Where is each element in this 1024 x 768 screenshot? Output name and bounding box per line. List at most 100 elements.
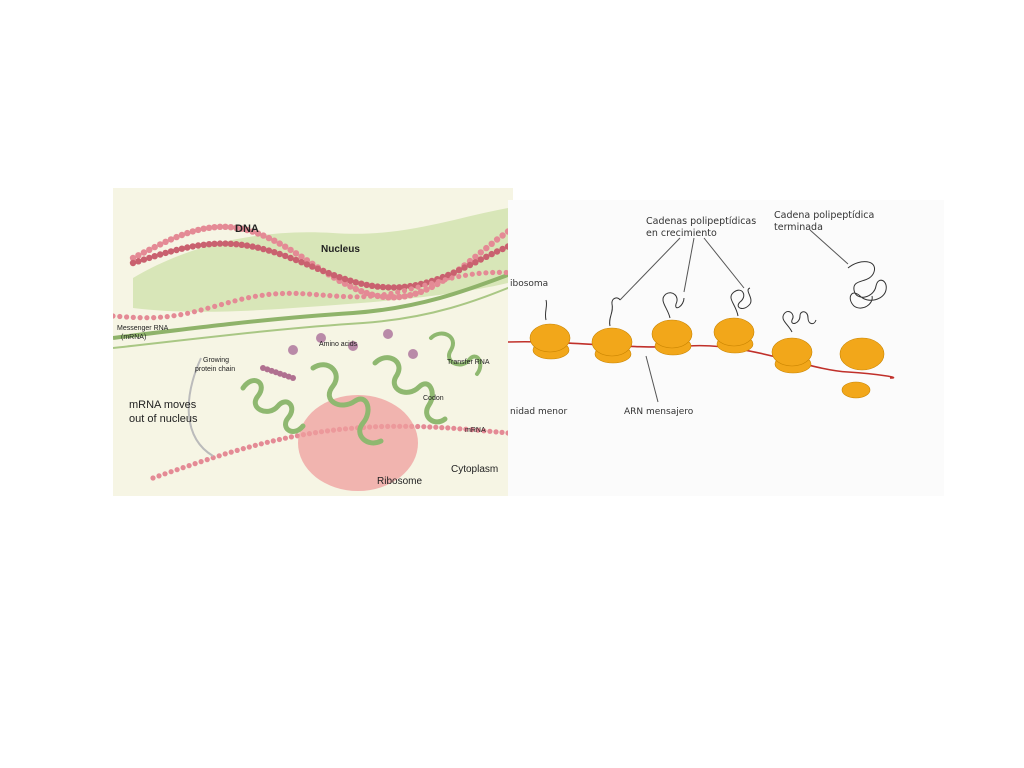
leader-lines — [619, 229, 849, 403]
bead — [396, 284, 403, 291]
bead — [276, 240, 283, 247]
bead — [421, 424, 427, 430]
bead — [390, 284, 398, 291]
trna-squiggle-1 — [240, 378, 306, 434]
leader-mrna — [645, 355, 659, 403]
bead — [327, 293, 333, 299]
bead — [455, 267, 463, 274]
label-small-subunit: nidad menor — [510, 407, 568, 417]
bead — [334, 293, 340, 299]
polyribosome-diagram: Cadenas polipeptídicas en crecimiento Ca… — [508, 200, 944, 496]
bead — [469, 271, 475, 277]
chain-4 — [730, 287, 752, 317]
bead — [354, 294, 360, 300]
amino-acid-dot — [383, 329, 393, 339]
bead — [151, 315, 157, 321]
chain-1 — [544, 299, 548, 321]
bead — [117, 313, 123, 320]
bead — [433, 424, 439, 430]
bead — [264, 439, 270, 445]
mrna-movement-arrow — [187, 357, 214, 457]
bead — [198, 307, 204, 313]
bead — [150, 475, 156, 481]
bead — [204, 457, 210, 463]
bead — [451, 425, 457, 431]
bead — [363, 281, 370, 289]
bead — [352, 285, 359, 293]
bead — [189, 228, 196, 235]
bead — [298, 259, 305, 266]
protein-synthesis-svg: DNA Nucleus Messenger RNA (mRNA) Amino a… — [113, 188, 513, 496]
bead — [168, 469, 174, 475]
bead — [483, 244, 490, 252]
bead — [493, 429, 499, 435]
bead — [286, 290, 292, 296]
bead — [238, 241, 245, 248]
bead — [171, 313, 177, 319]
nuclear-membrane-inner — [113, 285, 513, 349]
bead — [483, 270, 489, 276]
amino-acid-dot — [348, 341, 358, 351]
label-cytoplasm: Cytoplasm — [451, 464, 498, 475]
bead — [352, 279, 359, 286]
bead — [178, 231, 186, 239]
bead — [140, 249, 148, 256]
bead — [157, 241, 164, 248]
ribosome-large-subunit — [771, 337, 813, 367]
bead — [254, 230, 262, 237]
bead — [212, 303, 218, 309]
bead — [358, 288, 365, 295]
bead — [472, 253, 479, 260]
label-growing-chain-2: protein chain — [195, 366, 235, 373]
bead — [449, 275, 455, 281]
bead — [499, 232, 506, 239]
ribosome-large-subunit — [591, 327, 633, 357]
bead — [385, 284, 392, 291]
bead — [499, 245, 506, 253]
bead — [374, 292, 380, 299]
bead — [184, 244, 191, 251]
bead — [260, 245, 267, 253]
bead — [415, 284, 421, 290]
bead — [205, 224, 213, 231]
bead — [445, 271, 452, 279]
bead — [469, 427, 475, 433]
ribosome-group — [529, 317, 813, 374]
bead — [184, 229, 191, 237]
label-ribosome: Ribosome — [377, 476, 422, 487]
bead — [288, 434, 294, 440]
bead — [216, 240, 224, 247]
bead — [113, 313, 116, 319]
bead — [270, 438, 276, 444]
bead — [218, 301, 225, 308]
bead — [239, 296, 245, 302]
bead — [195, 226, 202, 234]
bead — [162, 249, 169, 257]
bead — [422, 282, 428, 288]
growing-chains — [544, 287, 817, 333]
bead — [313, 292, 319, 298]
bead — [490, 269, 496, 276]
bead — [488, 240, 495, 247]
bead — [427, 424, 433, 430]
bead — [374, 283, 381, 290]
bead — [401, 288, 408, 294]
bead — [162, 238, 169, 245]
bead — [320, 292, 326, 298]
leader-growing-2 — [683, 237, 695, 293]
amino-acid-dot — [316, 333, 326, 343]
amino-acid-dot — [408, 349, 418, 359]
bead — [259, 292, 265, 298]
bead — [243, 226, 251, 234]
bead — [330, 272, 338, 279]
bead — [151, 243, 158, 251]
bead — [336, 274, 343, 281]
bead — [167, 248, 175, 255]
amino-acid-dot — [288, 345, 298, 355]
ribosome-large-subunit — [713, 317, 755, 347]
bead — [243, 242, 251, 249]
bead — [320, 267, 327, 275]
bead — [292, 256, 300, 264]
bead — [503, 269, 509, 276]
label-transfer-rna: Transfer RNA — [447, 359, 490, 366]
